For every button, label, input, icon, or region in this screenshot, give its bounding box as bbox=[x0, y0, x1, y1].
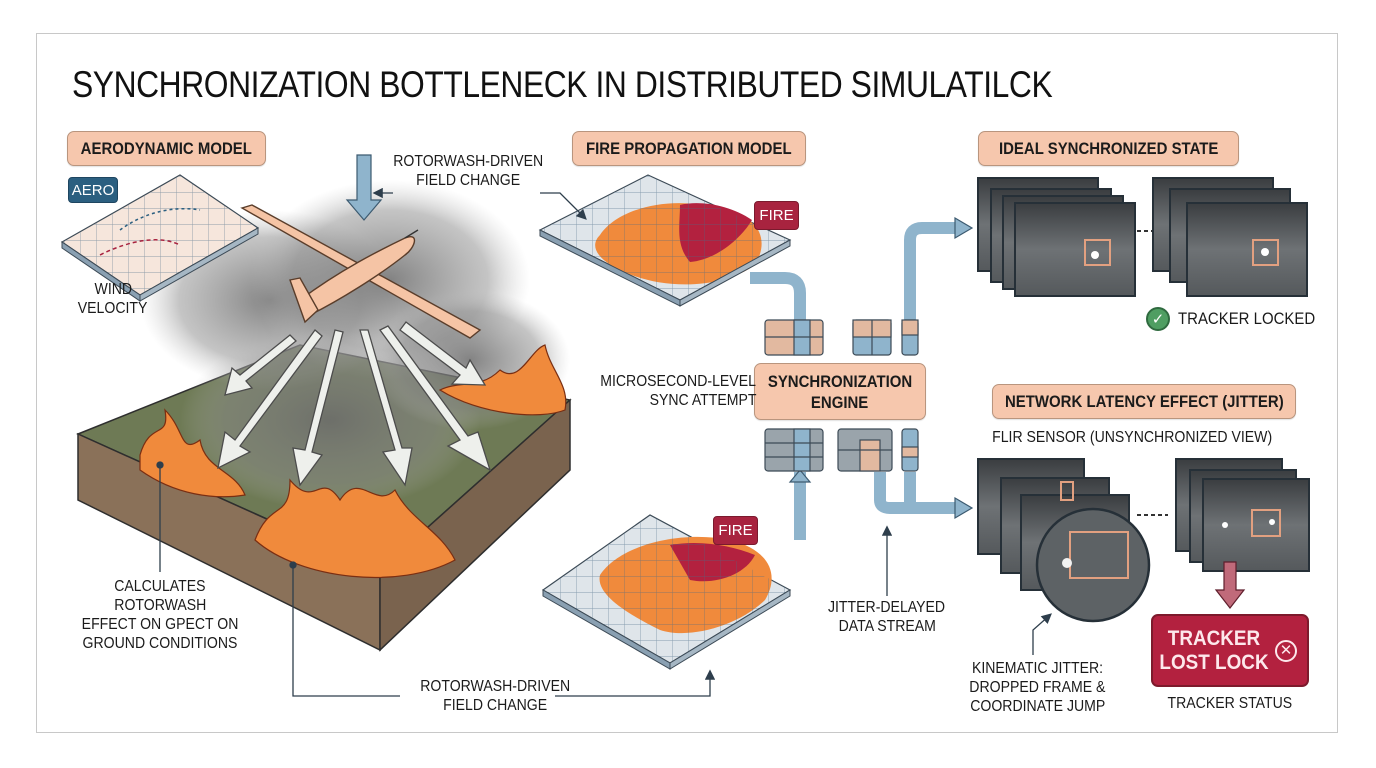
data-pipes bbox=[750, 216, 974, 540]
diagram-title: SYNCHRONIZATION BOTTLENECK IN DISTRIBUTE… bbox=[72, 64, 1053, 105]
leader-lines bbox=[156, 187, 1052, 697]
fire-badge-bottom: FIRE bbox=[713, 516, 758, 545]
fire-map-bottom bbox=[541, 514, 792, 670]
down-arrow-red-icon bbox=[1214, 561, 1246, 609]
buffer-blocks bbox=[764, 319, 919, 472]
down-arrow-icon bbox=[345, 154, 383, 221]
tracker-locked-status: ✓ TRACKER LOCKED bbox=[1146, 307, 1334, 331]
flir-sensor-subheader: FLIR SENSOR (UNSYNCHRONIZED VIEW) bbox=[991, 429, 1273, 446]
lost-lock-line1: TRACKER bbox=[1167, 626, 1261, 650]
rotorwash-arrows bbox=[217, 321, 492, 487]
flir-stack-jitter-2 bbox=[1175, 458, 1310, 572]
flir-stack-ideal-2 bbox=[1152, 177, 1308, 297]
fire-map-top bbox=[538, 174, 792, 307]
header-ideal-synchronized-state: IDEAL SYNCHRONIZED STATE bbox=[978, 131, 1239, 166]
header-fire-propagation-model: FIRE PROPAGATION MODEL bbox=[572, 131, 806, 166]
x-circle-icon: ✕ bbox=[1275, 639, 1297, 662]
tracker-locked-label: TRACKER LOCKED bbox=[1178, 309, 1316, 328]
flir-stack-ideal-1 bbox=[977, 177, 1136, 297]
aero-badge: AERO bbox=[68, 177, 118, 203]
header-aerodynamic-model: AERODYNAMIC MODEL bbox=[67, 131, 266, 166]
aero-grid bbox=[60, 174, 260, 302]
check-circle-icon: ✓ bbox=[1146, 307, 1170, 331]
kinematic-jitter-label: KINEMATIC JITTER:DROPPED FRAME &COORDINA… bbox=[969, 660, 1106, 715]
aircraft bbox=[240, 204, 482, 339]
fire-badge-top: FIRE bbox=[754, 201, 799, 230]
tracker-status-caption: TRACKER STATUS bbox=[1167, 695, 1293, 712]
flames bbox=[139, 344, 567, 579]
flir-stack-jitter-1 bbox=[977, 458, 1151, 623]
header-network-latency-effect: NETWORK LATENCY EFFECT (JITTER) bbox=[992, 384, 1296, 419]
lost-lock-line2: LOST LOCK bbox=[1159, 650, 1269, 674]
